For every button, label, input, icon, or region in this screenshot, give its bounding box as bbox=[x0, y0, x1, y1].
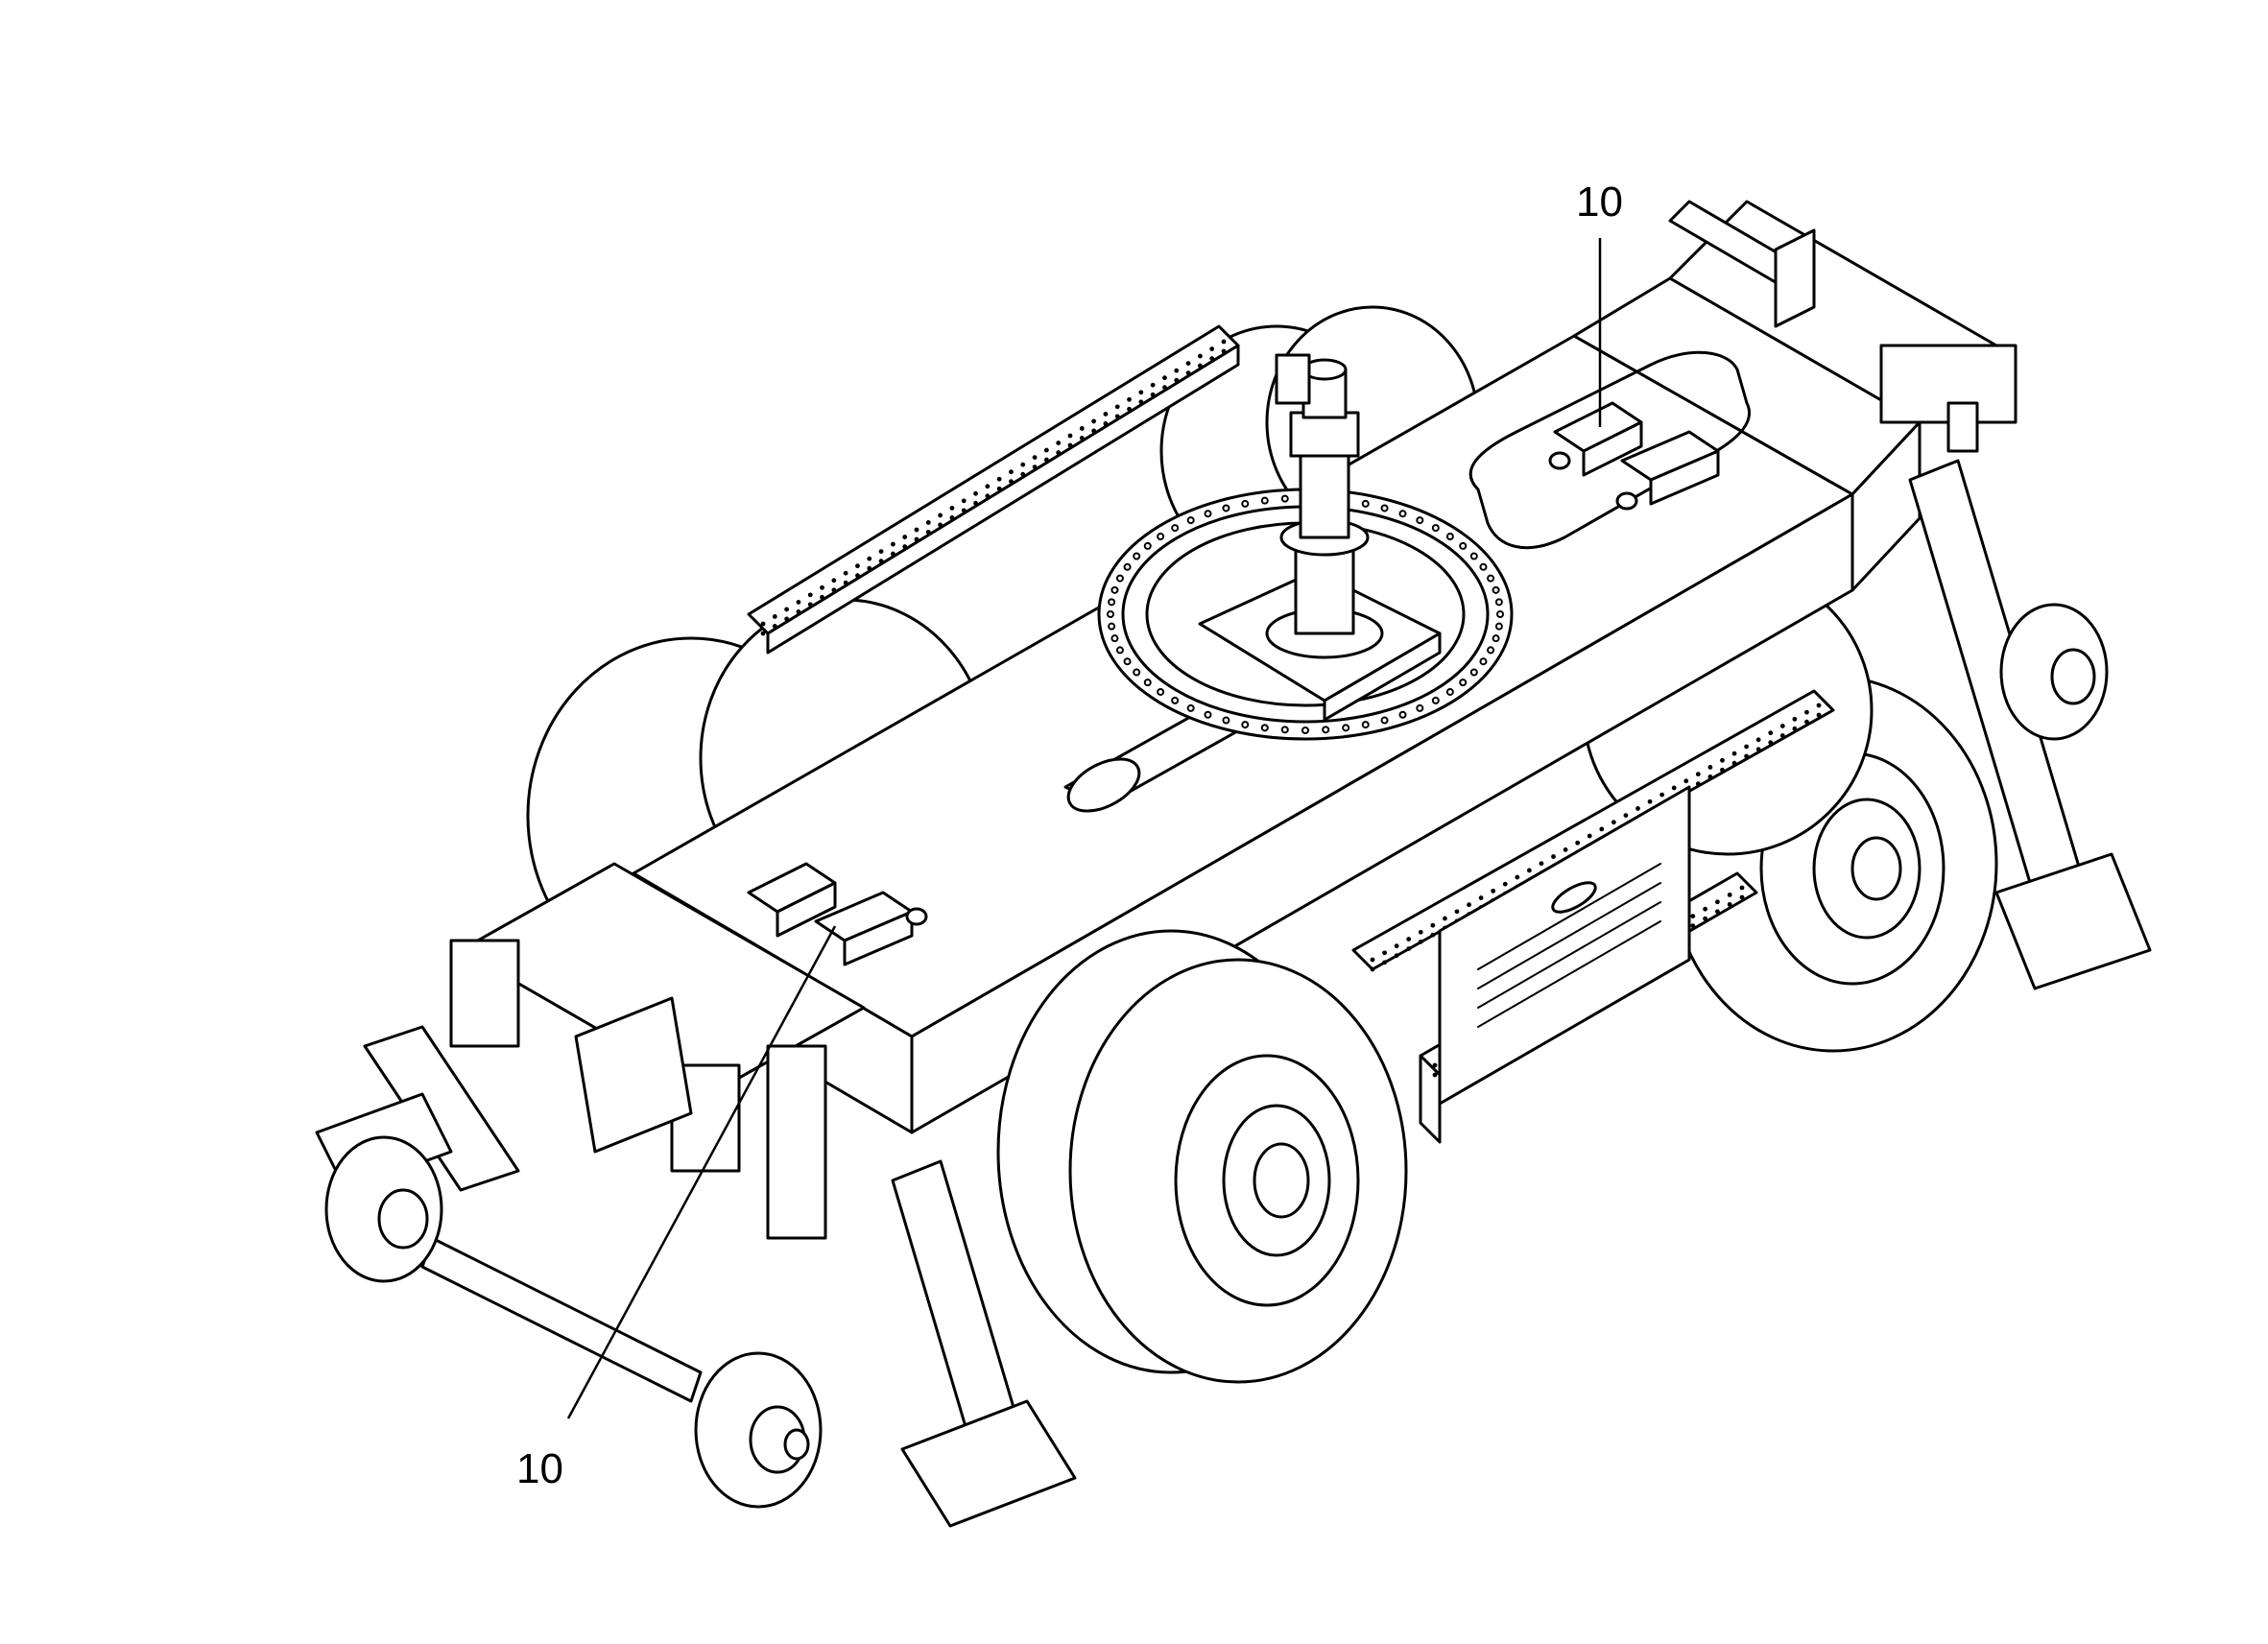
kingpin-assembly bbox=[1265, 353, 1384, 659]
side-cover-box bbox=[1438, 785, 1691, 1106]
valve-block-front bbox=[747, 862, 928, 966]
rail-axle-front bbox=[324, 1135, 823, 1509]
wheel-front-right bbox=[996, 929, 1408, 1384]
rail-wheel-rear bbox=[1999, 603, 2109, 741]
rear-bumper-frame bbox=[1668, 200, 2017, 453]
valve-block-rear bbox=[1548, 401, 1720, 511]
walkway-left-rear bbox=[747, 324, 1240, 655]
front-bumper-frame bbox=[449, 862, 866, 1240]
callout-10-rear: 10 bbox=[1576, 179, 1623, 427]
callout-label: 10 bbox=[516, 1445, 563, 1492]
outrigger-leg-front bbox=[891, 1159, 1077, 1528]
callout-label: 10 bbox=[1576, 179, 1623, 226]
outrigger-leg-rear bbox=[1908, 459, 2152, 990]
callout-10-front: 10 bbox=[516, 925, 837, 1492]
